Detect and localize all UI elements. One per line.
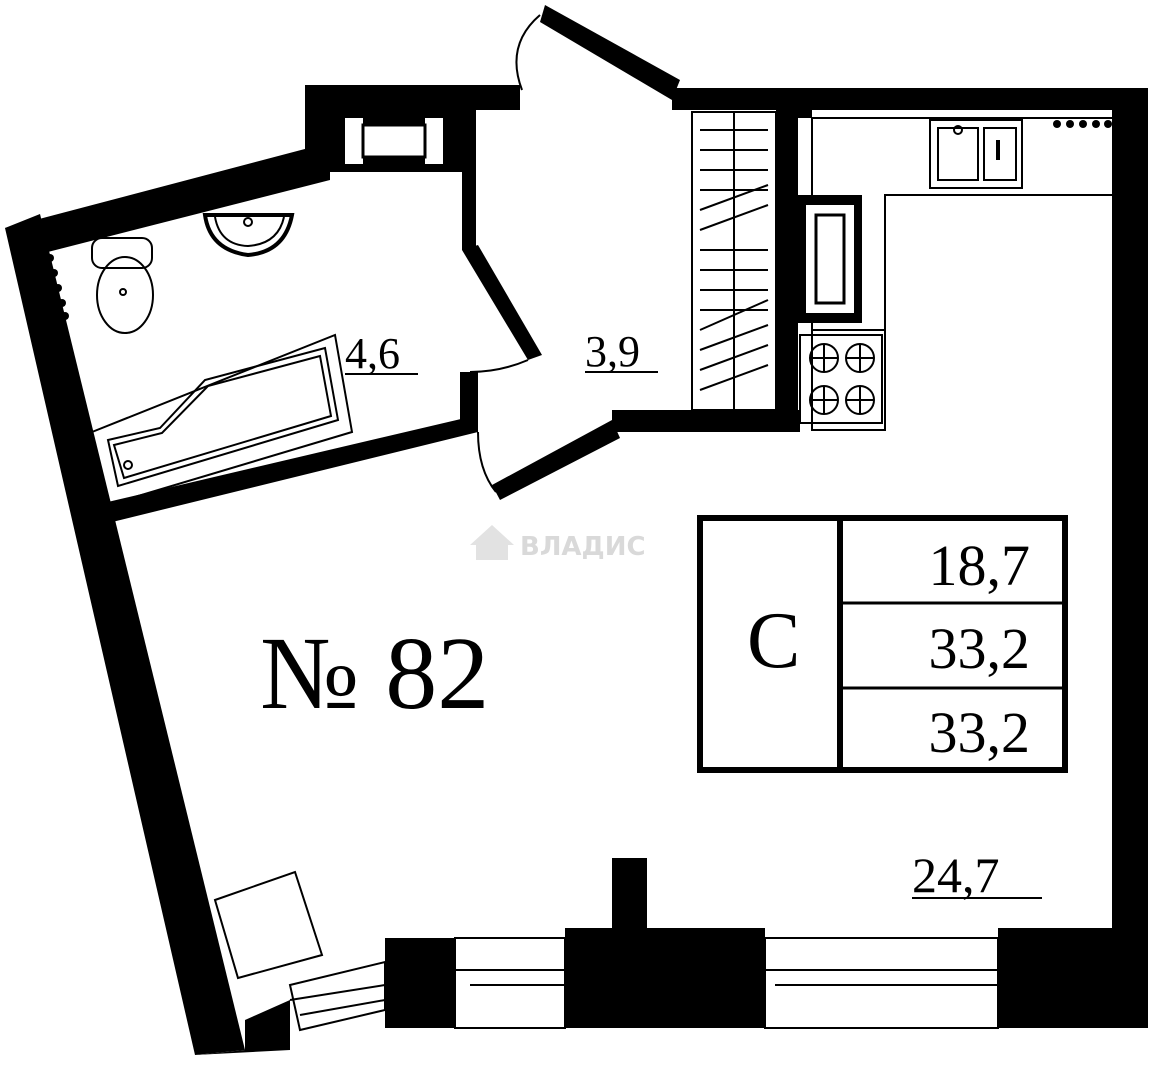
summary-table	[697, 515, 1068, 773]
hall-area-label: 3,9	[585, 327, 640, 376]
ventilation-grille	[330, 110, 462, 172]
table-value-1: 18,7	[929, 533, 1031, 598]
towel-rail	[46, 254, 69, 320]
wardrobe	[691, 111, 777, 411]
kitchen-counter	[811, 117, 1112, 431]
windows	[288, 937, 999, 1032]
house-icon	[470, 525, 514, 560]
kitchen-outlets	[1053, 120, 1112, 128]
table-type-letter: С	[747, 597, 800, 685]
sink	[202, 213, 295, 258]
refrigerator	[798, 195, 862, 323]
hall-door	[477, 420, 620, 500]
table-value-2: 33,2	[929, 616, 1031, 681]
watermark-text: ВЛАДИС	[520, 532, 646, 562]
toilet	[91, 237, 154, 334]
radiator-box	[213, 870, 324, 980]
kitchen-sink	[929, 119, 1023, 189]
exterior-walls	[5, 85, 1148, 1055]
apartment-number: № 82	[260, 616, 489, 731]
watermark: ВЛАДИС	[470, 525, 646, 562]
bathtub	[90, 333, 354, 507]
table-value-3: 33,2	[929, 700, 1031, 765]
bathroom-door	[462, 245, 542, 373]
entrance-door	[515, 5, 680, 100]
bathroom-area-label: 4,6	[345, 329, 400, 378]
stove	[799, 334, 883, 424]
interior-walls	[95, 100, 812, 525]
main-area-label: 24,7	[912, 847, 1000, 903]
